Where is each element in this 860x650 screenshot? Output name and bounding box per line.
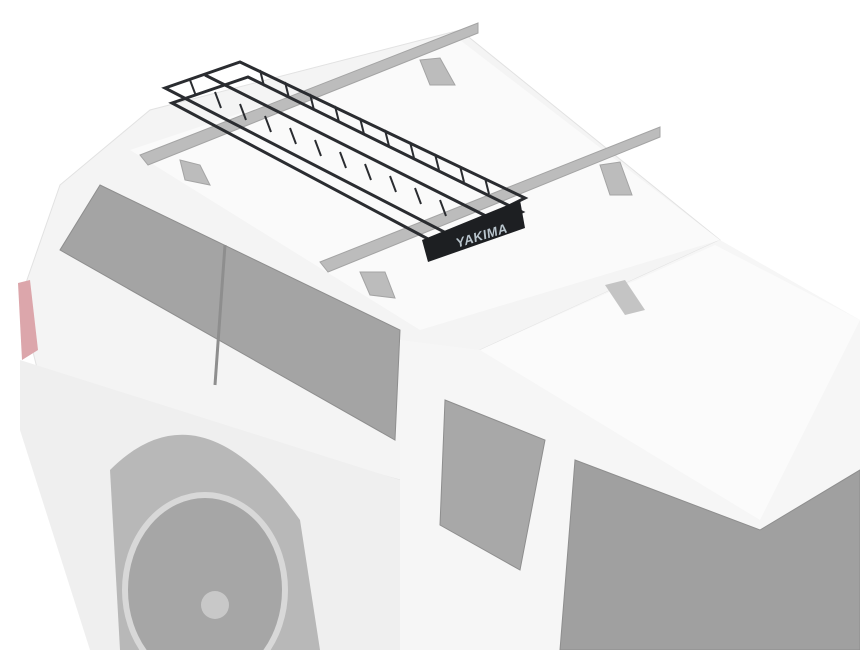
cab-front-window bbox=[559, 459, 860, 650]
tail-light bbox=[18, 280, 38, 360]
camper-side-window bbox=[59, 184, 401, 441]
cab-rear-window bbox=[439, 399, 546, 571]
basket-fairing bbox=[422, 200, 525, 262]
cab-roof bbox=[480, 245, 860, 520]
wheel bbox=[122, 492, 288, 650]
roof-fin bbox=[605, 280, 645, 315]
